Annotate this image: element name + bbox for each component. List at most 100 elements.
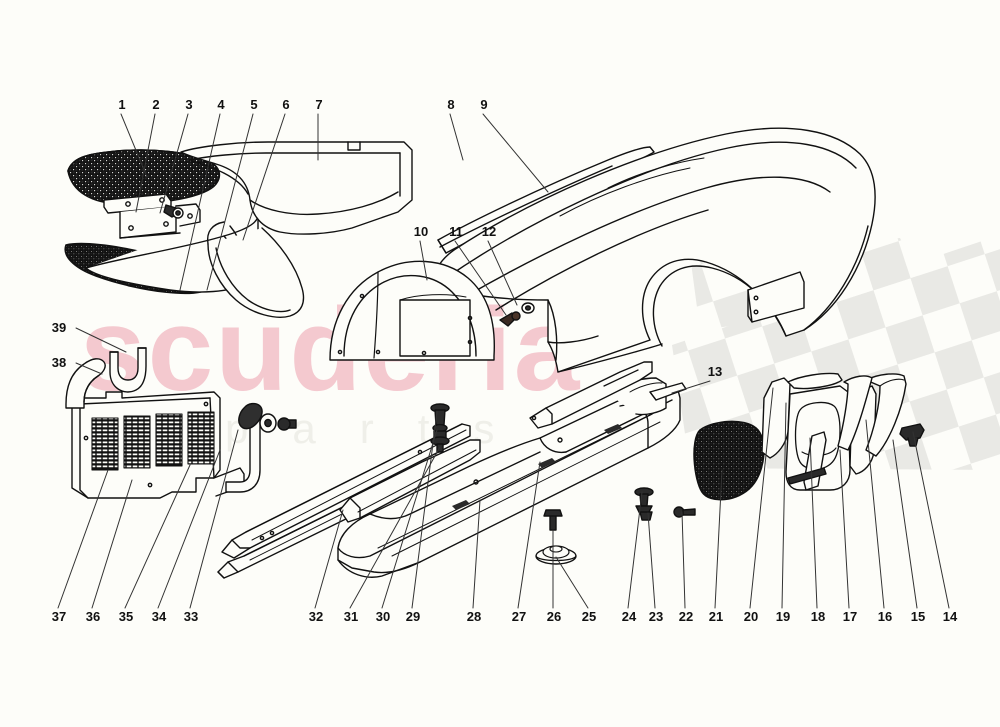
part-rocker-sill-cover bbox=[337, 377, 681, 578]
leader-line-22 bbox=[681, 511, 686, 609]
leader-line-28 bbox=[472, 499, 481, 609]
leader-line-18 bbox=[809, 437, 818, 609]
callout-20: 20 bbox=[743, 609, 759, 624]
part-outer-body-side-panel bbox=[432, 127, 876, 373]
leader-line-15 bbox=[892, 439, 918, 609]
part-sill-rail-31 bbox=[221, 423, 471, 559]
leader-line-8 bbox=[449, 113, 464, 161]
part-right-trim-17 bbox=[865, 373, 907, 457]
part-sill-inner-panel bbox=[339, 439, 481, 523]
leader-line-27 bbox=[517, 461, 541, 609]
callout-28: 28 bbox=[466, 609, 482, 624]
callout-15: 15 bbox=[910, 609, 926, 624]
leader-line-4 bbox=[179, 113, 221, 291]
leader-line-37 bbox=[57, 469, 109, 609]
callout-4: 4 bbox=[217, 97, 225, 112]
callout-37: 37 bbox=[51, 609, 67, 624]
leader-line-3 bbox=[159, 113, 189, 214]
callout-18: 18 bbox=[810, 609, 826, 624]
part-bolt-11 bbox=[499, 311, 521, 327]
part-louvred-underpanel bbox=[71, 391, 245, 499]
callout-13: 13 bbox=[707, 364, 723, 379]
leader-line-14 bbox=[912, 431, 950, 609]
callout-14: 14 bbox=[942, 609, 958, 624]
callout-26: 26 bbox=[546, 609, 562, 624]
leader-line-39 bbox=[75, 327, 127, 353]
leader-line-32 bbox=[314, 509, 344, 609]
part-thin-bar-19 bbox=[787, 467, 827, 485]
callout-3: 3 bbox=[185, 97, 193, 112]
leader-line-33 bbox=[189, 429, 239, 609]
part-washer-34 bbox=[259, 413, 277, 433]
part-dome-washer-25 bbox=[535, 545, 577, 565]
callout-30: 30 bbox=[375, 609, 391, 624]
leader-line-31 bbox=[349, 446, 441, 609]
leader-line-23 bbox=[647, 512, 656, 609]
part-mesh-grille-21 bbox=[693, 420, 765, 501]
callout-24: 24 bbox=[621, 609, 637, 624]
leader-line-21 bbox=[714, 469, 723, 609]
callout-33: 33 bbox=[183, 609, 199, 624]
part-washer-12 bbox=[521, 302, 535, 314]
callout-8: 8 bbox=[447, 97, 455, 112]
part-clip-nut-23 bbox=[639, 511, 653, 521]
part-stud-screw bbox=[163, 204, 184, 219]
callout-6: 6 bbox=[282, 97, 290, 112]
leader-line-12 bbox=[487, 240, 518, 306]
leader-line-2 bbox=[135, 113, 156, 213]
leader-line-19 bbox=[781, 402, 787, 609]
part-clip-15 bbox=[899, 423, 925, 447]
leader-line-11 bbox=[454, 240, 507, 316]
leader-line-36 bbox=[91, 479, 133, 609]
part-bolt-stack-29 bbox=[430, 403, 450, 453]
leader-line-25 bbox=[555, 556, 589, 609]
callout-34: 34 bbox=[151, 609, 167, 624]
part-u-clip-39 bbox=[109, 347, 147, 393]
leader-line-6 bbox=[242, 113, 286, 241]
leader-line-34 bbox=[157, 449, 221, 609]
part-upper-trim-27 bbox=[529, 361, 653, 429]
callout-35: 35 bbox=[118, 609, 134, 624]
callout-36: 36 bbox=[85, 609, 101, 624]
callout-22: 22 bbox=[678, 609, 694, 624]
leader-line-30 bbox=[381, 429, 438, 609]
leader-line-38 bbox=[75, 362, 103, 375]
callout-21: 21 bbox=[708, 609, 724, 624]
callout-32: 32 bbox=[308, 609, 324, 624]
part-right-trim-16 bbox=[837, 375, 873, 451]
leader-line-5 bbox=[206, 113, 254, 291]
leader-line-17 bbox=[839, 449, 850, 609]
callout-9: 9 bbox=[480, 97, 488, 112]
part-bolt-26 bbox=[543, 509, 563, 531]
leader-line-20 bbox=[749, 387, 774, 609]
leader-line-13 bbox=[671, 380, 711, 394]
part-rubber-pad-35 bbox=[238, 402, 263, 430]
part-wheel-arch-liner bbox=[329, 260, 495, 361]
callout-12: 12 bbox=[481, 224, 497, 239]
callout-25: 25 bbox=[581, 609, 597, 624]
callout-5: 5 bbox=[250, 97, 258, 112]
callout-23: 23 bbox=[648, 609, 664, 624]
callout-19: 19 bbox=[775, 609, 791, 624]
callout-16: 16 bbox=[877, 609, 893, 624]
leader-line-10 bbox=[419, 240, 428, 281]
callout-38: 38 bbox=[51, 355, 67, 370]
part-pin-22 bbox=[673, 506, 696, 518]
callout-2: 2 bbox=[152, 97, 160, 112]
callout-39: 39 bbox=[51, 320, 67, 335]
callout-29: 29 bbox=[405, 609, 421, 624]
leader-line-16 bbox=[865, 419, 885, 609]
leader-line-9 bbox=[482, 113, 549, 193]
leader-line-1 bbox=[120, 113, 148, 178]
part-inner-wing-panel bbox=[180, 141, 413, 318]
callout-7: 7 bbox=[315, 97, 323, 112]
leader-line-24 bbox=[627, 491, 643, 609]
part-screw-24 bbox=[634, 487, 654, 515]
callout-17: 17 bbox=[842, 609, 858, 624]
callout-10: 10 bbox=[413, 224, 429, 239]
callout-1: 1 bbox=[118, 97, 126, 112]
leader-line-35 bbox=[124, 464, 191, 609]
part-grille-bracket bbox=[103, 193, 201, 239]
